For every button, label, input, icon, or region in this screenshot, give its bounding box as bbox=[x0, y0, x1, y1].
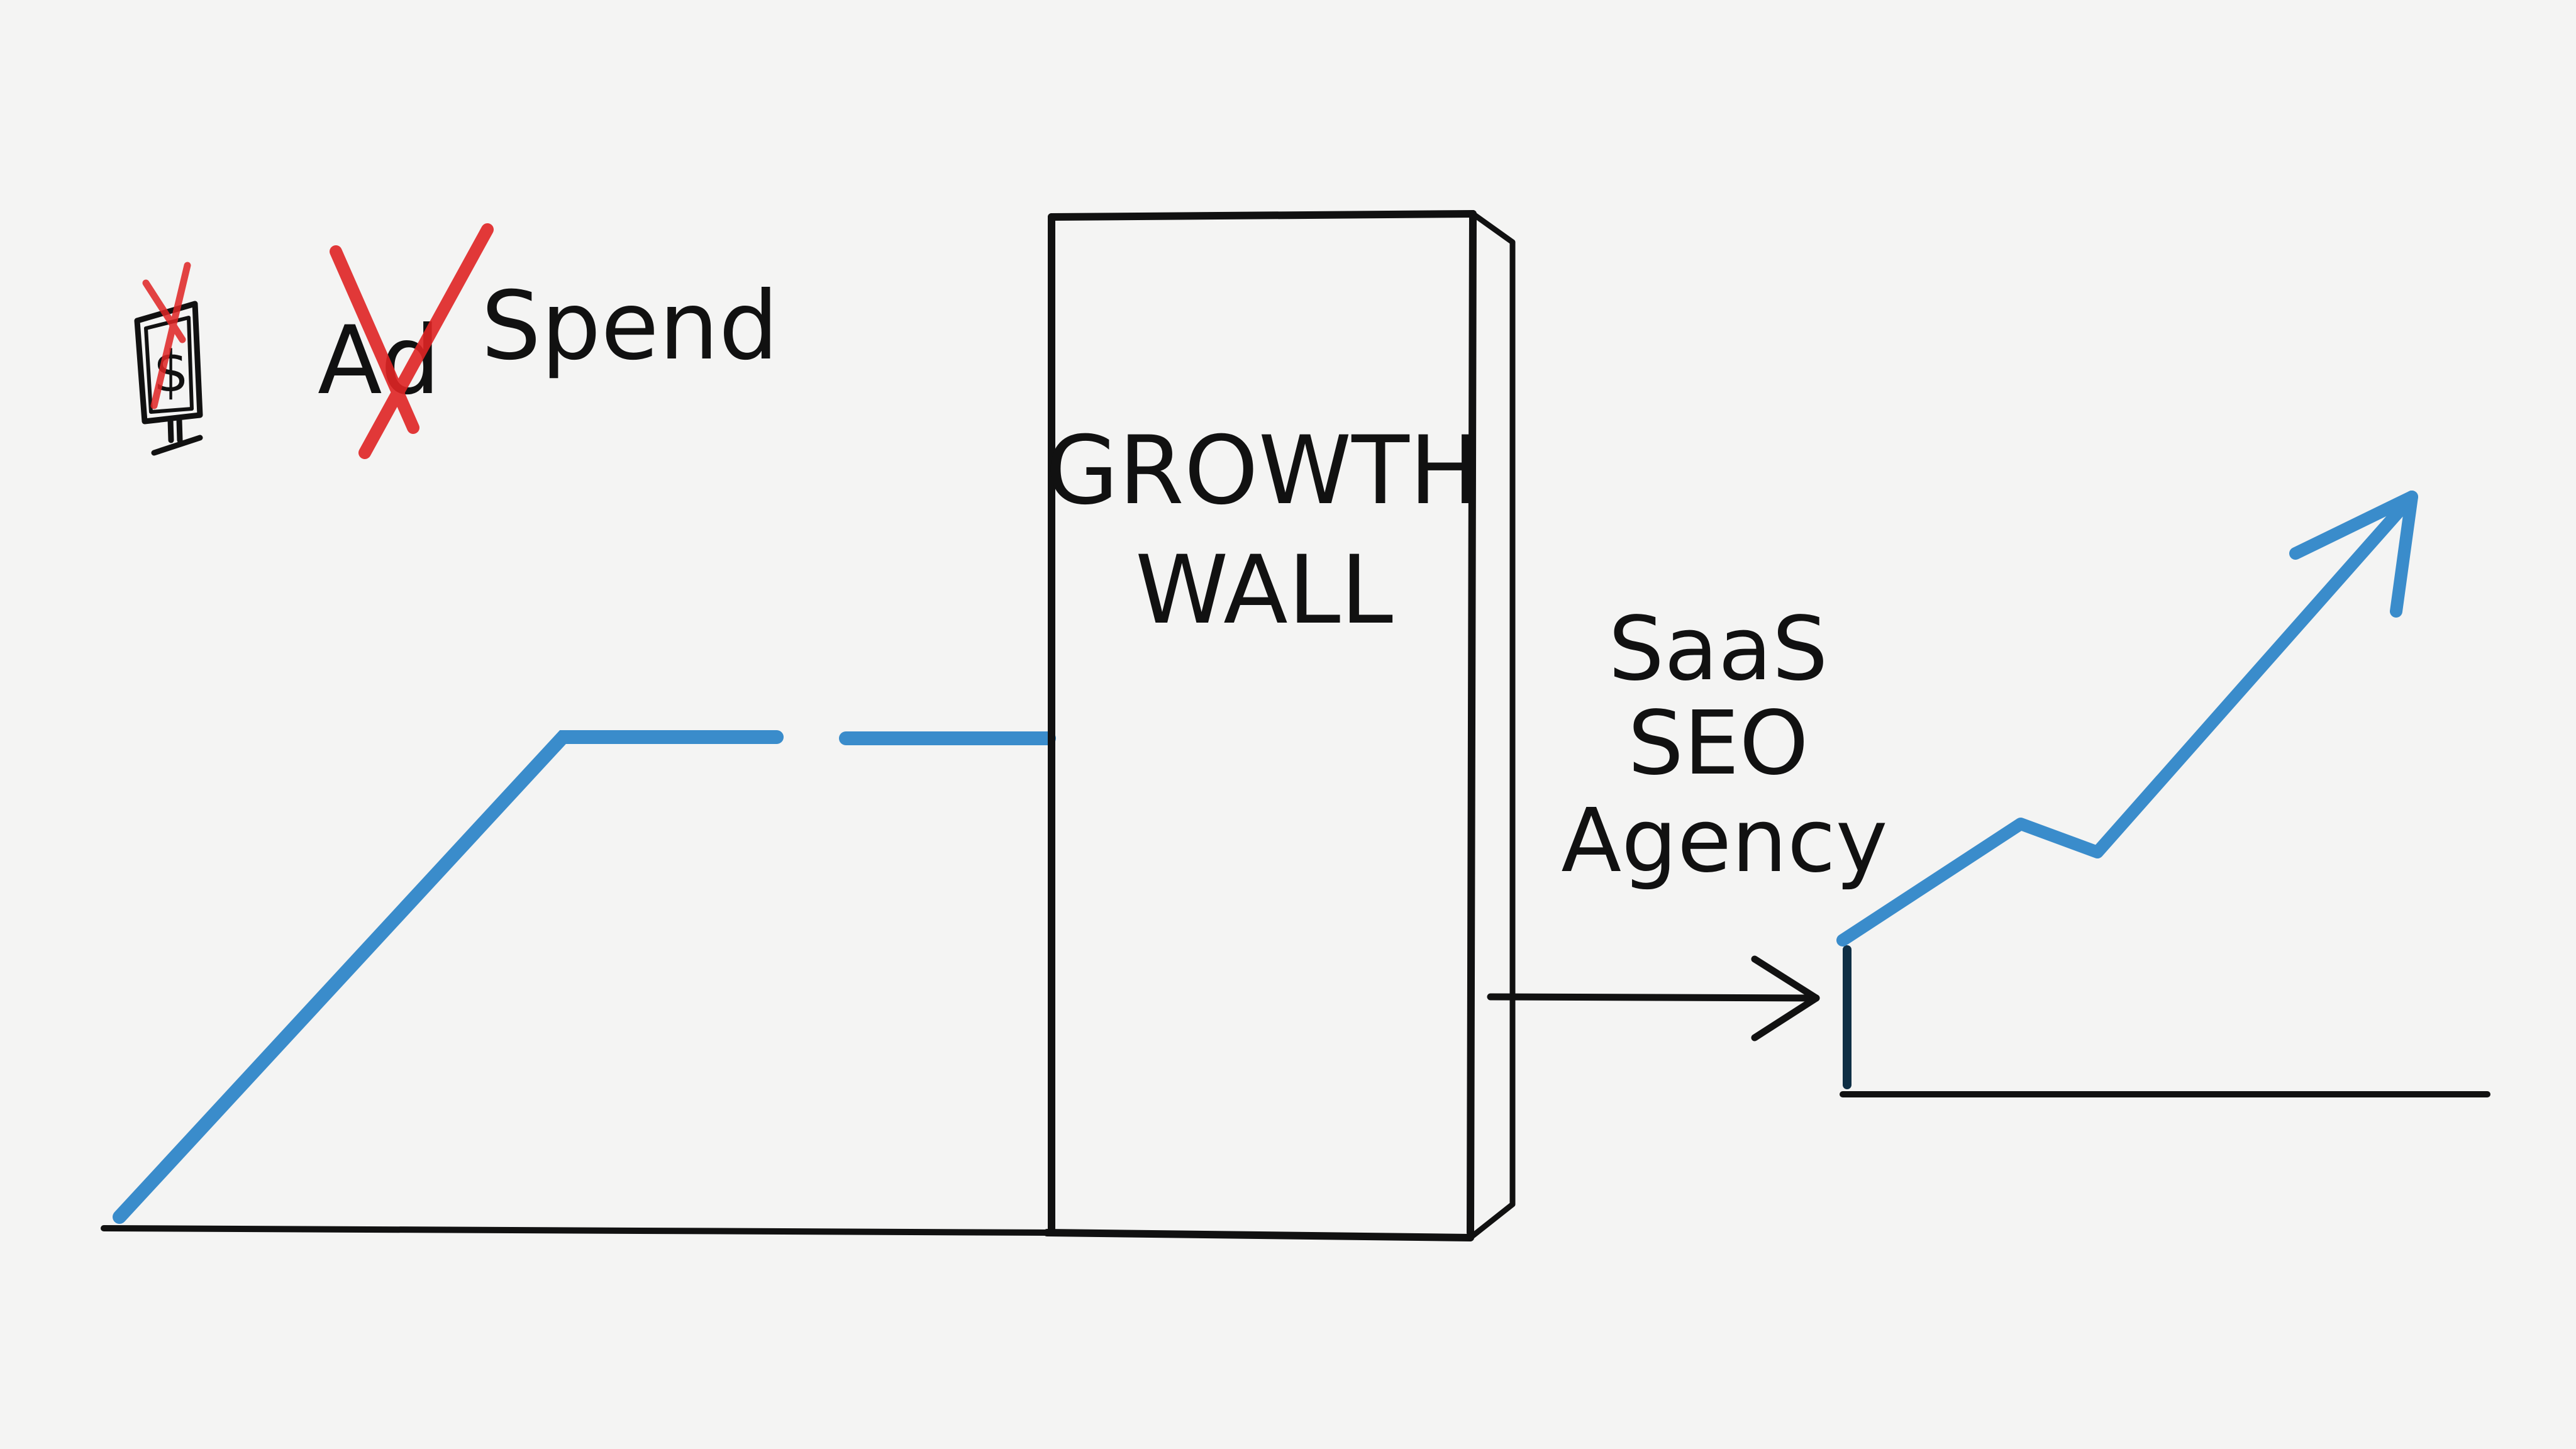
solution-label-line2: SEO bbox=[1628, 692, 1809, 795]
left-baseline bbox=[101, 1225, 1053, 1236]
red-x-icon bbox=[330, 223, 494, 459]
solution-label-line1: SaaS bbox=[1608, 598, 1828, 701]
growth-wall bbox=[1043, 210, 1516, 1241]
wall-label-line2: WALL bbox=[1135, 536, 1393, 645]
spend-label: Spend bbox=[481, 272, 779, 381]
wall-label-line1: GROWTH bbox=[1045, 416, 1480, 526]
plateau-growth-line bbox=[113, 730, 1056, 1224]
right-chart-axes bbox=[1840, 945, 2490, 1097]
monitor-dollar-icon: $ bbox=[134, 262, 203, 456]
arrow-up-right-icon bbox=[1836, 491, 2418, 947]
solution-label-line3: Agency bbox=[1561, 790, 1887, 892]
arrow-right-icon bbox=[1487, 955, 1820, 1041]
